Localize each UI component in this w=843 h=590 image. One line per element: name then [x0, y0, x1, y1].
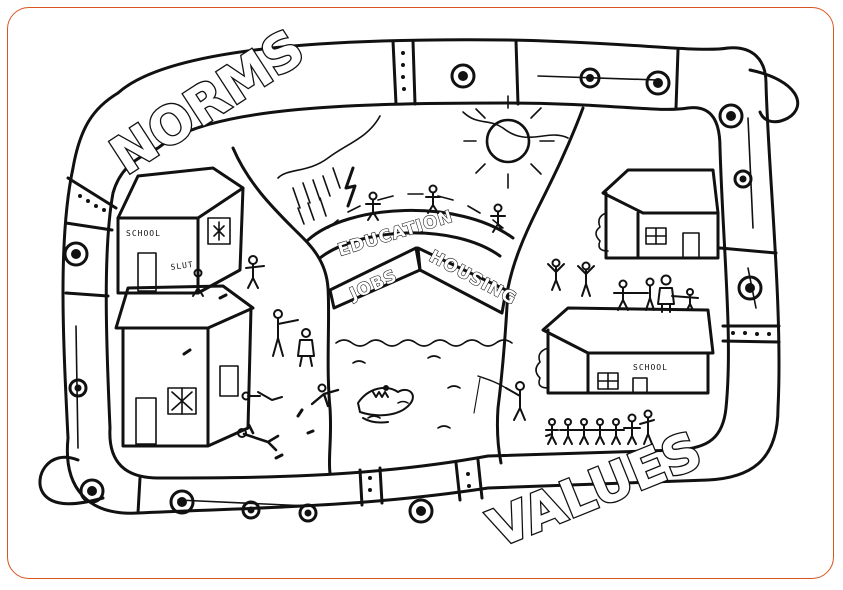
- bridge: EDUCATION JOBS HOUSING: [308, 186, 520, 314]
- left-school-sign: SCHOOL: [126, 229, 161, 238]
- right-school-roof: [543, 308, 713, 353]
- window-pane-lines: [646, 228, 666, 244]
- band-right-hook: [750, 70, 798, 122]
- broken-window-icon: [214, 222, 224, 240]
- right-school-bush: [536, 348, 548, 388]
- left-school: SCHOOL SLUT: [118, 168, 243, 293]
- chasm-rim: [278, 112, 568, 178]
- left-house-side-window: [220, 366, 238, 396]
- right-house: [596, 170, 718, 258]
- band-word-values: VALUES: [480, 421, 710, 560]
- right-school: SCHOOL: [536, 308, 713, 393]
- right-house-roof: [603, 170, 718, 213]
- right-school-door: [633, 378, 647, 393]
- left-house-door: [136, 398, 156, 444]
- bridge-board-jobs: JOBS: [346, 266, 401, 305]
- lightning-icon: [346, 168, 355, 206]
- illustration-frame: NORMS VALUES: [7, 7, 834, 579]
- crocodile-icon: [358, 386, 413, 423]
- right-school-walls: [548, 330, 708, 393]
- bridge-board-housing: HOUSING: [426, 247, 520, 310]
- left-house: [116, 286, 253, 446]
- water-surface: [336, 340, 512, 346]
- left-school-roof: [118, 168, 243, 218]
- right-house-door: [683, 233, 699, 258]
- sun-icon: [464, 96, 554, 188]
- smashed-window-icon: [172, 388, 192, 414]
- left-school-door: [138, 253, 156, 291]
- chasm: [233, 108, 583, 473]
- left-school-walls: [118, 188, 243, 293]
- graffiti-text: SLUT: [170, 260, 194, 272]
- band-word-norms: NORMS: [100, 18, 315, 186]
- right-school-window-panes: [598, 373, 618, 389]
- right-school-sign: SCHOOL: [633, 363, 668, 372]
- band: NORMS VALUES: [40, 18, 798, 560]
- rain: [293, 168, 340, 224]
- norms-values-illustration: NORMS VALUES: [8, 8, 834, 579]
